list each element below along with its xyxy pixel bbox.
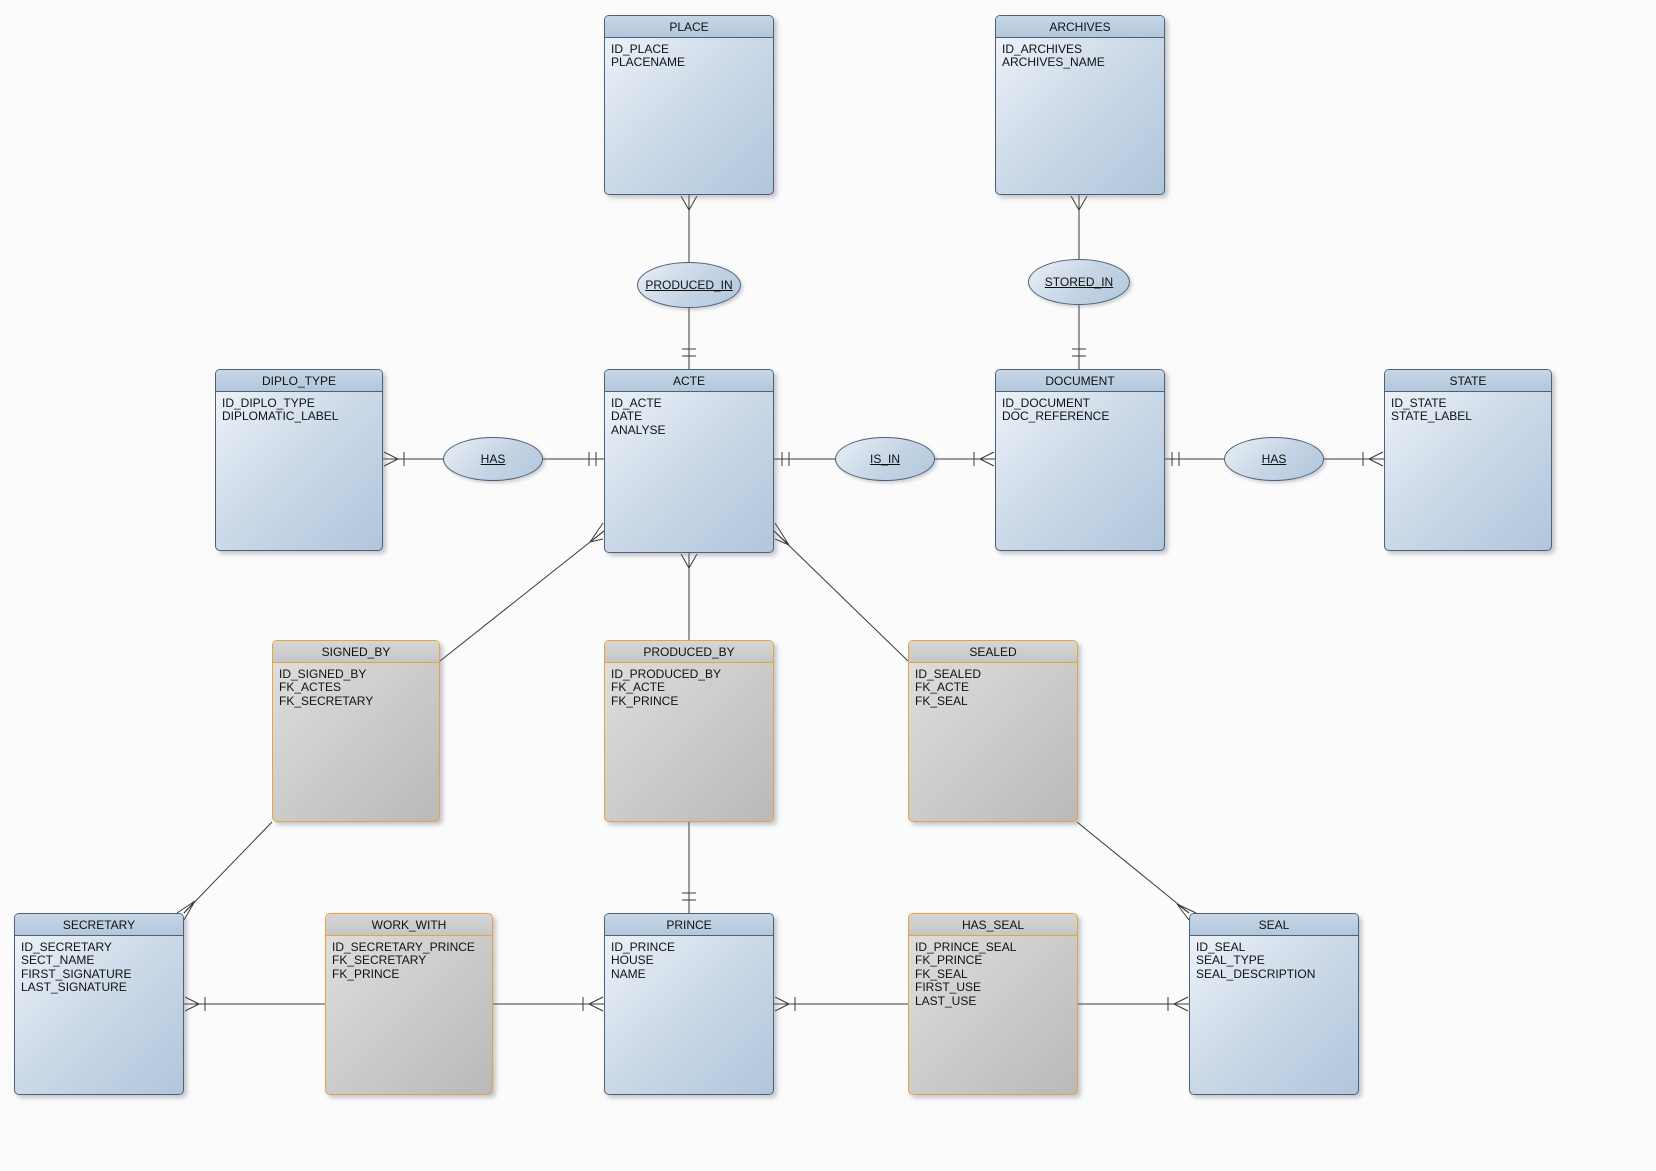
association-signed-by[interactable]: SIGNED_BY ID_SIGNED_BY FK_ACTES FK_SECRE… bbox=[272, 640, 440, 822]
relationship-is-in[interactable]: IS_IN bbox=[835, 437, 935, 481]
connector-acte-produced-by bbox=[680, 553, 698, 640]
association-title: WORK_WITH bbox=[326, 914, 492, 936]
entity-attributes: ID_DOCUMENT DOC_REFERENCE bbox=[1002, 396, 1110, 424]
entity-document[interactable]: DOCUMENT ID_DOCUMENT DOC_REFERENCE bbox=[995, 369, 1165, 551]
entity-place[interactable]: PLACE ID_PLACE PLACENAME bbox=[604, 15, 774, 195]
entity-title: STATE bbox=[1385, 370, 1551, 392]
association-attributes: ID_SIGNED_BY FK_ACTES FK_SECRETARY bbox=[279, 667, 374, 708]
entity-title: ACTE bbox=[605, 370, 773, 392]
entity-prince[interactable]: PRINCE ID_PRINCE HOUSE NAME bbox=[604, 913, 774, 1095]
association-sealed[interactable]: SEALED ID_SEALED FK_ACTE FK_SEAL bbox=[908, 640, 1078, 822]
entity-title: DIPLO_TYPE bbox=[216, 370, 382, 392]
entity-attributes: ID_ARCHIVES ARCHIVES_NAME bbox=[1002, 42, 1105, 70]
relationship-stored-in[interactable]: STORED_IN bbox=[1028, 259, 1130, 305]
entity-seal[interactable]: SEAL ID_SEAL SEAL_TYPE SEAL_DESCRIPTION bbox=[1189, 913, 1359, 1095]
association-attributes: ID_PRINCE_SEAL FK_PRINCE FK_SEAL FIRST_U… bbox=[915, 940, 1017, 1008]
association-has-seal[interactable]: HAS_SEAL ID_PRINCE_SEAL FK_PRINCE FK_SEA… bbox=[908, 913, 1078, 1095]
entity-diplo-type[interactable]: DIPLO_TYPE ID_DIPLO_TYPE DIPLOMATIC_LABE… bbox=[215, 369, 383, 551]
association-attributes: ID_SECRETARY_PRINCE FK_SECRETARY FK_PRIN… bbox=[332, 940, 475, 981]
relationship-produced-in[interactable]: PRODUCED_IN bbox=[637, 262, 741, 308]
entity-title: SECRETARY bbox=[15, 914, 183, 936]
relationship-label: HAS bbox=[480, 452, 506, 466]
entity-archives[interactable]: ARCHIVES ID_ARCHIVES ARCHIVES_NAME bbox=[995, 15, 1165, 195]
association-work-with[interactable]: WORK_WITH ID_SECRETARY_PRINCE FK_SECRETA… bbox=[325, 913, 493, 1095]
association-produced-by[interactable]: PRODUCED_BY ID_PRODUCED_BY FK_ACTE FK_PR… bbox=[604, 640, 774, 822]
entity-title: PLACE bbox=[605, 16, 773, 38]
relationship-label: HAS bbox=[1261, 452, 1287, 466]
entity-attributes: ID_PLACE PLACENAME bbox=[611, 42, 686, 70]
entity-state[interactable]: STATE ID_STATE STATE_LABEL bbox=[1384, 369, 1552, 551]
relationship-label: STORED_IN bbox=[1044, 275, 1114, 289]
connector-acte-sealed bbox=[773, 522, 909, 662]
entity-attributes: ID_PRINCE HOUSE NAME bbox=[611, 940, 676, 981]
entity-attributes: ID_SECRETARY SECT_NAME FIRST_SIGNATURE L… bbox=[21, 940, 132, 995]
connector-signed-by-secretary bbox=[176, 821, 273, 921]
association-attributes: ID_SEALED FK_ACTE FK_SEAL bbox=[915, 667, 982, 708]
entity-attributes: ID_ACTE DATE ANALYSE bbox=[611, 396, 666, 437]
entity-title: SEAL bbox=[1190, 914, 1358, 936]
relationship-has-diplo[interactable]: HAS bbox=[443, 437, 543, 481]
entity-acte[interactable]: ACTE ID_ACTE DATE ANALYSE bbox=[604, 369, 774, 553]
entity-title: PRINCE bbox=[605, 914, 773, 936]
connector-acte-signed-by bbox=[439, 522, 605, 662]
connector-sealed-seal bbox=[1076, 821, 1197, 921]
relationship-label: PRODUCED_IN bbox=[645, 278, 733, 292]
association-title: SEALED bbox=[909, 641, 1077, 663]
entity-attributes: ID_STATE STATE_LABEL bbox=[1391, 396, 1472, 424]
connector-produced-by-prince bbox=[682, 822, 696, 913]
association-title: SIGNED_BY bbox=[273, 641, 439, 663]
entity-title: ARCHIVES bbox=[996, 16, 1164, 38]
entity-attributes: ID_SEAL SEAL_TYPE SEAL_DESCRIPTION bbox=[1196, 940, 1316, 981]
entity-attributes: ID_DIPLO_TYPE DIPLOMATIC_LABEL bbox=[222, 396, 339, 424]
association-title: PRODUCED_BY bbox=[605, 641, 773, 663]
relationship-label: IS_IN bbox=[869, 452, 900, 466]
association-title: HAS_SEAL bbox=[909, 914, 1077, 936]
association-attributes: ID_PRODUCED_BY FK_ACTE FK_PRINCE bbox=[611, 667, 722, 708]
relationship-has-state[interactable]: HAS bbox=[1224, 437, 1324, 481]
entity-secretary[interactable]: SECRETARY ID_SECRETARY SECT_NAME FIRST_S… bbox=[14, 913, 184, 1095]
entity-title: DOCUMENT bbox=[996, 370, 1164, 392]
